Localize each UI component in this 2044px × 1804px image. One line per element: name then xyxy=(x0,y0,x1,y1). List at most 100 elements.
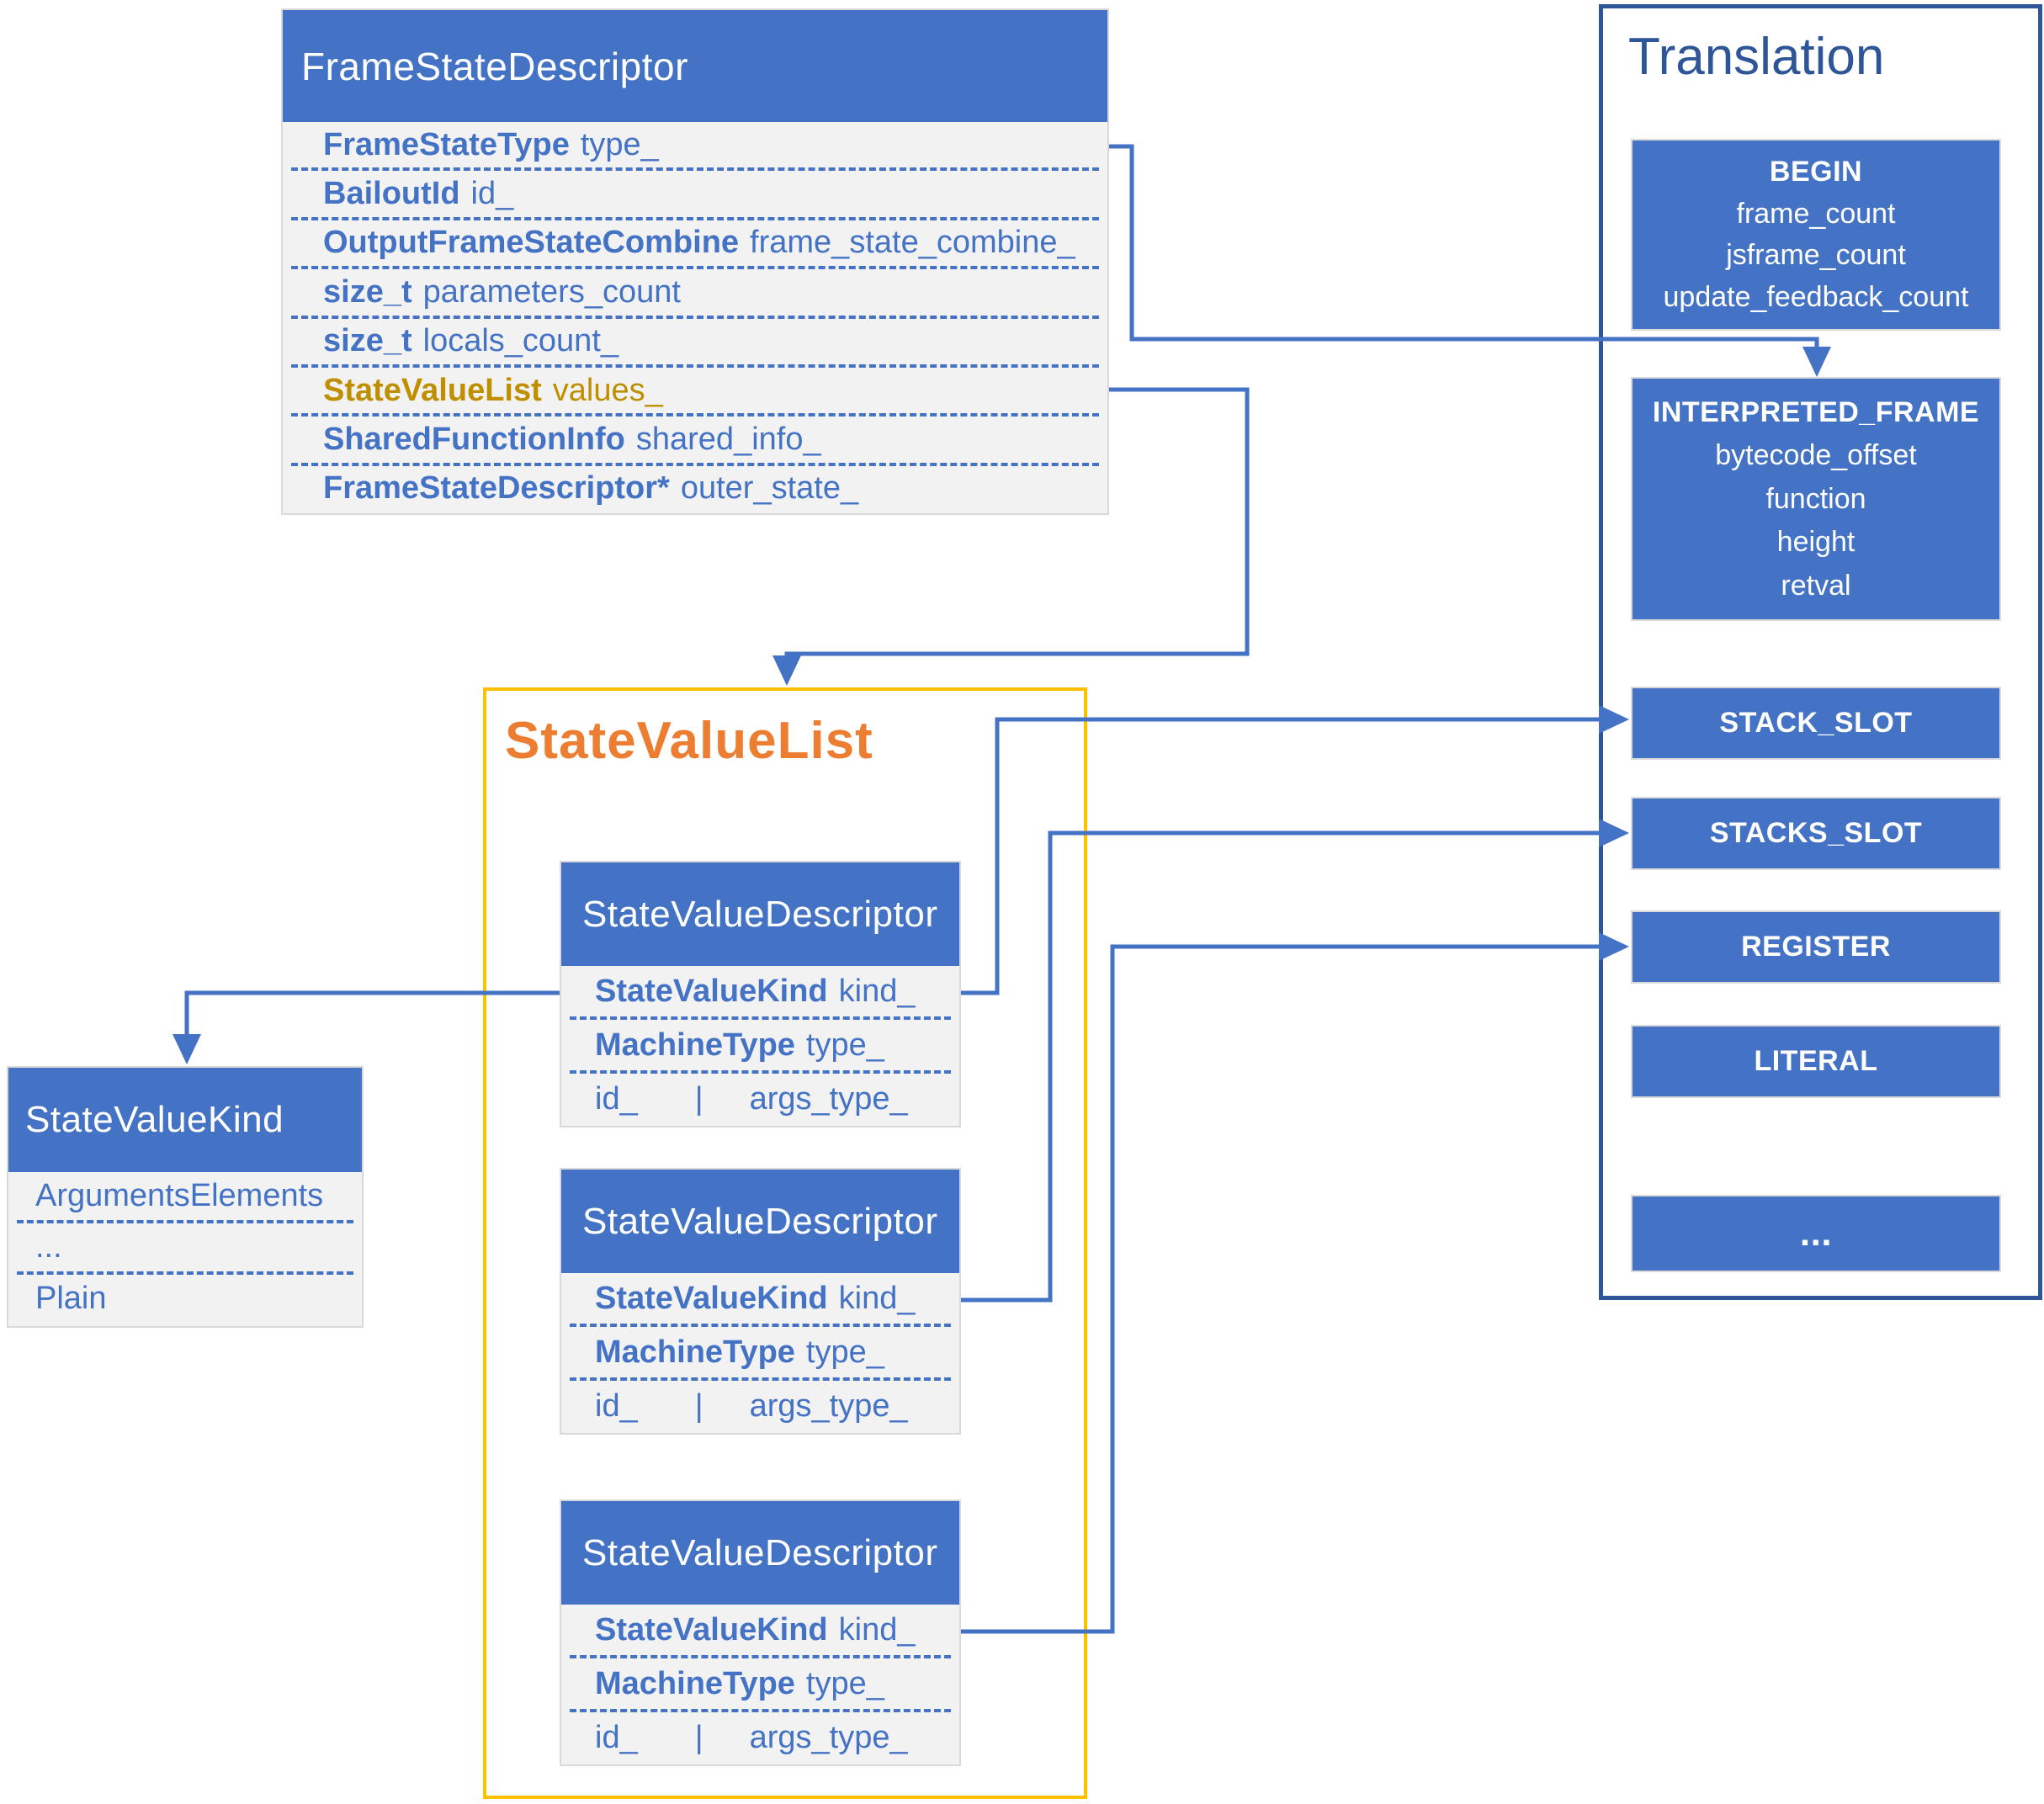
block-line: function xyxy=(1765,482,1866,515)
block-header: REGISTER xyxy=(1741,931,1891,963)
field-row-kind: StateValueKind kind_ xyxy=(570,1605,951,1655)
translation-block-stacks-slot: STACKS_SLOT xyxy=(1631,797,2001,870)
block-header: ... xyxy=(1799,1212,1833,1254)
field-type: MachineType xyxy=(595,1027,795,1063)
field-row-machine-type: MachineType type_ xyxy=(570,1016,951,1070)
field-row-machine-type: MachineType type_ xyxy=(570,1655,951,1709)
block-line: height xyxy=(1776,526,1856,558)
field-name: type_ xyxy=(805,1665,884,1701)
arrow-icon xyxy=(173,1034,201,1064)
field-type: StateValueKind xyxy=(595,1280,828,1316)
field-name: type_ xyxy=(805,1027,884,1063)
field-name: kind_ xyxy=(838,1280,916,1316)
separator-bar: | xyxy=(694,1080,703,1117)
state-value-descriptor-fields: StateValueKind kind_ MachineType type_ i… xyxy=(561,966,959,1124)
field-row-machine-type: MachineType type_ xyxy=(570,1324,951,1377)
field-row-locals-count: size_t locals_count_ xyxy=(291,315,1099,364)
frame-state-descriptor-title: FrameStateDescriptor xyxy=(283,10,1107,122)
field-name: type_ xyxy=(805,1334,884,1370)
state-value-kind-box: StateValueKind ArgumentsElements ... Pla… xyxy=(7,1066,364,1328)
field-type: size_t xyxy=(323,323,412,359)
translation-title: Translation xyxy=(1628,28,1885,86)
translation-block-register: REGISTER xyxy=(1631,910,2001,984)
field-name: id_ xyxy=(470,176,514,212)
block-line: retval xyxy=(1781,569,1851,602)
translation-block-ellipsis: ... xyxy=(1631,1195,2001,1272)
block-line: bytecode_offset xyxy=(1715,439,1917,471)
field-type: SharedFunctionInfo xyxy=(323,421,625,457)
frame-state-descriptor-fields: FrameStateType type_ BailoutId id_ Outpu… xyxy=(283,122,1107,512)
field-row-outer-state: FrameStateDescriptor* outer_state_ xyxy=(291,462,1099,512)
enum-value-ellipsis: ... xyxy=(17,1220,353,1271)
field-type: OutputFrameStateCombine xyxy=(323,225,740,261)
field-name: locals_count_ xyxy=(422,323,619,359)
translation-block-interpreted-frame: INTERPRETED_FRAME bytecode_offset functi… xyxy=(1631,377,2001,621)
block-header: INTERPRETED_FRAME xyxy=(1652,395,1980,428)
field-row-type: FrameStateType type_ xyxy=(291,122,1099,167)
id-label: id_ xyxy=(595,1080,638,1117)
block-line: jsframe_count xyxy=(1726,239,1906,272)
state-value-descriptor-fields: StateValueKind kind_ MachineType type_ i… xyxy=(561,1605,959,1763)
field-name: shared_info_ xyxy=(635,421,821,457)
block-header: STACK_SLOT xyxy=(1719,707,1913,739)
state-value-descriptor-title: StateValueDescriptor xyxy=(561,1170,959,1273)
block-header: BEGIN xyxy=(1769,156,1863,188)
field-row-shared-info: SharedFunctionInfo shared_info_ xyxy=(291,413,1099,462)
field-row-kind: StateValueKind kind_ xyxy=(570,1273,951,1324)
args-type-label: args_type_ xyxy=(749,1080,908,1117)
id-label: id_ xyxy=(595,1387,638,1424)
field-name: outer_state_ xyxy=(680,470,859,507)
separator-bar: | xyxy=(694,1719,703,1755)
arrow-icon xyxy=(772,655,801,686)
field-row-values: StateValueList values_ xyxy=(291,363,1099,413)
translation-block-literal: LITERAL xyxy=(1631,1025,2001,1098)
state-value-descriptor-fields: StateValueKind kind_ MachineType type_ i… xyxy=(561,1273,959,1431)
field-type: size_t xyxy=(323,273,412,310)
field-row-id-args: id_ | args_type_ xyxy=(570,1377,951,1431)
field-type: StateValueList xyxy=(323,372,542,408)
state-value-kind-title: StateValueKind xyxy=(8,1068,362,1172)
field-type: BailoutId xyxy=(323,176,460,212)
state-value-kind-values: ArgumentsElements ... Plain xyxy=(8,1172,362,1323)
enum-label: ArgumentsElements xyxy=(35,1178,324,1213)
state-value-descriptor-title: StateValueDescriptor xyxy=(561,1501,959,1605)
block-header: STACKS_SLOT xyxy=(1709,817,1923,849)
field-row-parameters-count: size_t parameters_count xyxy=(291,266,1099,315)
translation-container: Translation BEGIN frame_count jsframe_co… xyxy=(1599,4,2042,1300)
field-type: MachineType xyxy=(595,1665,795,1701)
field-row-id-args: id_ | args_type_ xyxy=(570,1070,951,1124)
id-label: id_ xyxy=(595,1719,638,1755)
field-type: FrameStateDescriptor* xyxy=(323,470,670,507)
frame-state-descriptor-box: FrameStateDescriptor FrameStateType type… xyxy=(281,8,1109,515)
enum-label: ... xyxy=(35,1229,62,1265)
args-type-label: args_type_ xyxy=(749,1387,908,1424)
field-name: parameters_count xyxy=(422,273,681,310)
block-line: frame_count xyxy=(1736,197,1896,230)
field-name: kind_ xyxy=(838,973,916,1009)
field-name: values_ xyxy=(552,372,663,408)
field-name: type_ xyxy=(580,126,659,162)
field-row-frame-state-combine: OutputFrameStateCombine frame_state_comb… xyxy=(291,216,1099,266)
separator-bar: | xyxy=(694,1387,703,1424)
block-line: update_feedback_count xyxy=(1663,280,1969,313)
field-name: kind_ xyxy=(838,1611,916,1647)
field-row-id: BailoutId id_ xyxy=(291,167,1099,216)
field-type: StateValueKind xyxy=(595,973,828,1009)
field-row-id-args: id_ | args_type_ xyxy=(570,1709,951,1763)
field-row-kind: StateValueKind kind_ xyxy=(570,966,951,1016)
translation-block-begin: BEGIN frame_count jsframe_count update_f… xyxy=(1631,139,2001,331)
enum-value-arguments-elements: ArgumentsElements xyxy=(17,1172,353,1220)
state-value-list-title: StateValueList xyxy=(505,712,873,770)
enum-label: Plain xyxy=(35,1281,107,1316)
translation-block-stack-slot: STACK_SLOT xyxy=(1631,687,2001,760)
field-type: MachineType xyxy=(595,1334,795,1370)
state-value-descriptor-box-1: StateValueDescriptor StateValueKind kind… xyxy=(560,861,961,1128)
args-type-label: args_type_ xyxy=(749,1719,908,1755)
enum-value-plain: Plain xyxy=(17,1271,353,1323)
state-value-descriptor-box-2: StateValueDescriptor StateValueKind kind… xyxy=(560,1168,961,1435)
field-name: frame_state_combine_ xyxy=(750,225,1075,261)
state-value-descriptor-box-3: StateValueDescriptor StateValueKind kind… xyxy=(560,1499,961,1766)
field-type: StateValueKind xyxy=(595,1611,828,1647)
state-value-descriptor-title: StateValueDescriptor xyxy=(561,862,959,966)
